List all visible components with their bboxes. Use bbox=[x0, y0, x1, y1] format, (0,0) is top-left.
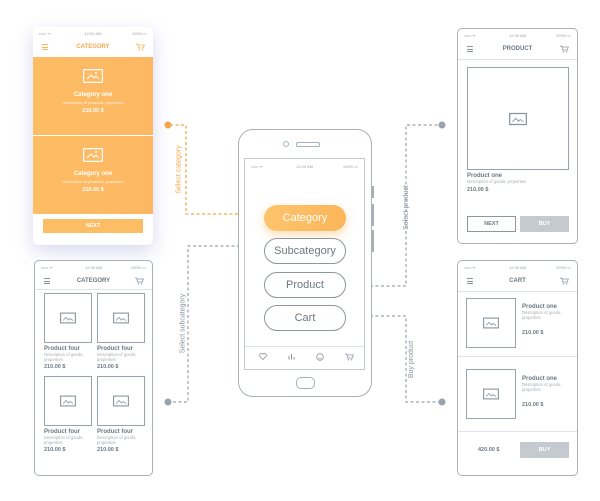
stats-icon[interactable] bbox=[288, 353, 296, 360]
category-card[interactable]: Category one Description of products, pr… bbox=[33, 136, 153, 214]
label-select-product: Select product bbox=[402, 185, 410, 230]
image-icon bbox=[83, 148, 103, 162]
menu-icon[interactable] bbox=[44, 278, 50, 284]
menu-item-category[interactable]: Category bbox=[264, 205, 346, 231]
cart-item-desc: Description of goods, properties bbox=[522, 382, 562, 392]
status-bar: ••••• ᯤ 12:00 AM 100% ▭ bbox=[464, 33, 571, 38]
speaker bbox=[296, 142, 320, 147]
page-title: CATEGORY bbox=[76, 278, 111, 284]
cart-screen: ••••• ᯤ 12:00 AM 100% ▭ CART Product one… bbox=[457, 260, 578, 476]
subcategory-screen: ••••• ᯤ 12:00 AM 100% ▭ CATEGORY Product… bbox=[34, 260, 153, 476]
card-name: Category one bbox=[73, 171, 113, 177]
header: CART bbox=[458, 274, 577, 290]
cart-item-image[interactable] bbox=[466, 298, 516, 348]
page-title: PRODUCT bbox=[502, 46, 533, 52]
status-bar: ••••• ᯤ 12:00 AM 100% ▭ bbox=[39, 31, 147, 36]
cart-icon[interactable] bbox=[560, 277, 569, 285]
menu-icon[interactable] bbox=[467, 46, 473, 52]
product-price: 210.00 $ bbox=[97, 447, 119, 453]
camera bbox=[283, 141, 289, 147]
cart-icon[interactable] bbox=[136, 43, 145, 51]
cart-icon[interactable] bbox=[560, 45, 569, 53]
product-name: Product four bbox=[97, 429, 133, 435]
next-button[interactable]: NEXT bbox=[467, 216, 516, 232]
category-screen: ••••• ᯤ 12:00 AM 100% ▭ CATEGORY Categor… bbox=[33, 27, 153, 245]
menu-item-subcategory[interactable]: Subcategory bbox=[264, 238, 346, 264]
product-price: 210.00 $ bbox=[467, 187, 489, 193]
heart-icon[interactable] bbox=[259, 353, 267, 360]
home-button[interactable] bbox=[296, 377, 315, 389]
menu-icon[interactable] bbox=[467, 278, 473, 284]
card-price: 210.00 $ bbox=[82, 108, 104, 114]
image-icon bbox=[483, 388, 499, 400]
status-bar: ••••• ᯤ 12:00 AM 100% ▭ bbox=[251, 164, 358, 169]
product-name: Product four bbox=[44, 429, 80, 435]
label-buy-product: Buy product bbox=[408, 340, 416, 379]
product-desc: Description of goods, properties bbox=[44, 435, 84, 445]
side-button bbox=[372, 186, 374, 198]
product-price: 210.00 $ bbox=[97, 364, 119, 370]
phone-screen: ••••• ᯤ 12:00 AM 100% ▭ bbox=[244, 158, 365, 370]
buy-button[interactable]: BUY bbox=[520, 442, 569, 458]
product-desc: Description of goods, properties bbox=[467, 179, 527, 184]
status-bar: ••••• ᯤ 12:00 AM 100% ▭ bbox=[41, 265, 146, 270]
product-price: 210.00 $ bbox=[44, 364, 66, 370]
product-desc: Description of goods, properties bbox=[97, 435, 137, 445]
product-image[interactable] bbox=[44, 293, 92, 343]
product-name: Product four bbox=[97, 346, 133, 352]
product-name: Product four bbox=[44, 346, 80, 352]
connector-dot-category bbox=[164, 121, 172, 129]
category-card[interactable]: Category one Description of products, pr… bbox=[33, 57, 153, 135]
cart-item-price: 210.00 $ bbox=[522, 402, 544, 408]
cart-item-price: 210.00 $ bbox=[522, 330, 544, 336]
cart-item-name: Product one bbox=[522, 304, 558, 310]
card-desc: Description of products, properties bbox=[62, 100, 124, 105]
page-title: CART bbox=[509, 278, 526, 284]
image-icon bbox=[83, 69, 103, 83]
side-button bbox=[372, 204, 374, 226]
image-icon bbox=[509, 112, 527, 125]
header: CATEGORY bbox=[35, 274, 152, 290]
label-select-subcategory: Select subcategory bbox=[179, 293, 187, 354]
image-icon bbox=[113, 395, 129, 407]
next-button[interactable]: NEXT bbox=[43, 219, 143, 233]
product-desc: Description of goods, properties bbox=[97, 352, 137, 362]
card-name: Category one bbox=[73, 92, 113, 98]
cart-icon[interactable] bbox=[345, 353, 354, 361]
image-icon bbox=[113, 312, 129, 324]
menu-item-product[interactable]: Product bbox=[264, 272, 346, 298]
product-image[interactable] bbox=[97, 293, 145, 343]
card-price: 210.00 $ bbox=[82, 187, 104, 193]
connector-dot-product bbox=[438, 121, 446, 129]
menu-icon[interactable] bbox=[42, 44, 48, 50]
product-name: Product one bbox=[467, 173, 503, 179]
product-image[interactable] bbox=[467, 67, 569, 170]
connector-dot-subcategory bbox=[164, 398, 172, 406]
image-icon bbox=[60, 395, 76, 407]
label-select-category: Select category bbox=[175, 145, 183, 194]
cart-total: 420.00 $ bbox=[478, 447, 500, 453]
cart-item-name: Product one bbox=[522, 376, 558, 382]
product-image[interactable] bbox=[97, 376, 145, 426]
product-desc: Description of goods, properties bbox=[44, 352, 84, 362]
product-image[interactable] bbox=[44, 376, 92, 426]
cart-item-image[interactable] bbox=[466, 369, 516, 419]
product-price: 210.00 $ bbox=[44, 447, 66, 453]
cart-icon[interactable] bbox=[135, 277, 144, 285]
connector-dot-buy bbox=[438, 398, 446, 406]
image-icon bbox=[60, 312, 76, 324]
status-bar: ••••• ᯤ 12:00 AM 100% ▭ bbox=[464, 265, 571, 270]
header: CATEGORY bbox=[33, 40, 153, 56]
image-icon bbox=[483, 317, 499, 329]
header: PRODUCT bbox=[458, 42, 577, 58]
menu-item-cart[interactable]: Cart bbox=[264, 305, 346, 331]
card-desc: Description of products, properties bbox=[62, 179, 124, 184]
cart-item-desc: Description of goods, properties bbox=[522, 310, 562, 320]
buy-button[interactable]: BUY bbox=[520, 216, 569, 232]
product-screen: ••••• ᯤ 12:00 AM 100% ▭ PRODUCT Product … bbox=[457, 28, 578, 244]
smile-icon[interactable] bbox=[316, 353, 324, 361]
page-title: CATEGORY bbox=[76, 44, 110, 50]
side-button bbox=[372, 230, 374, 252]
